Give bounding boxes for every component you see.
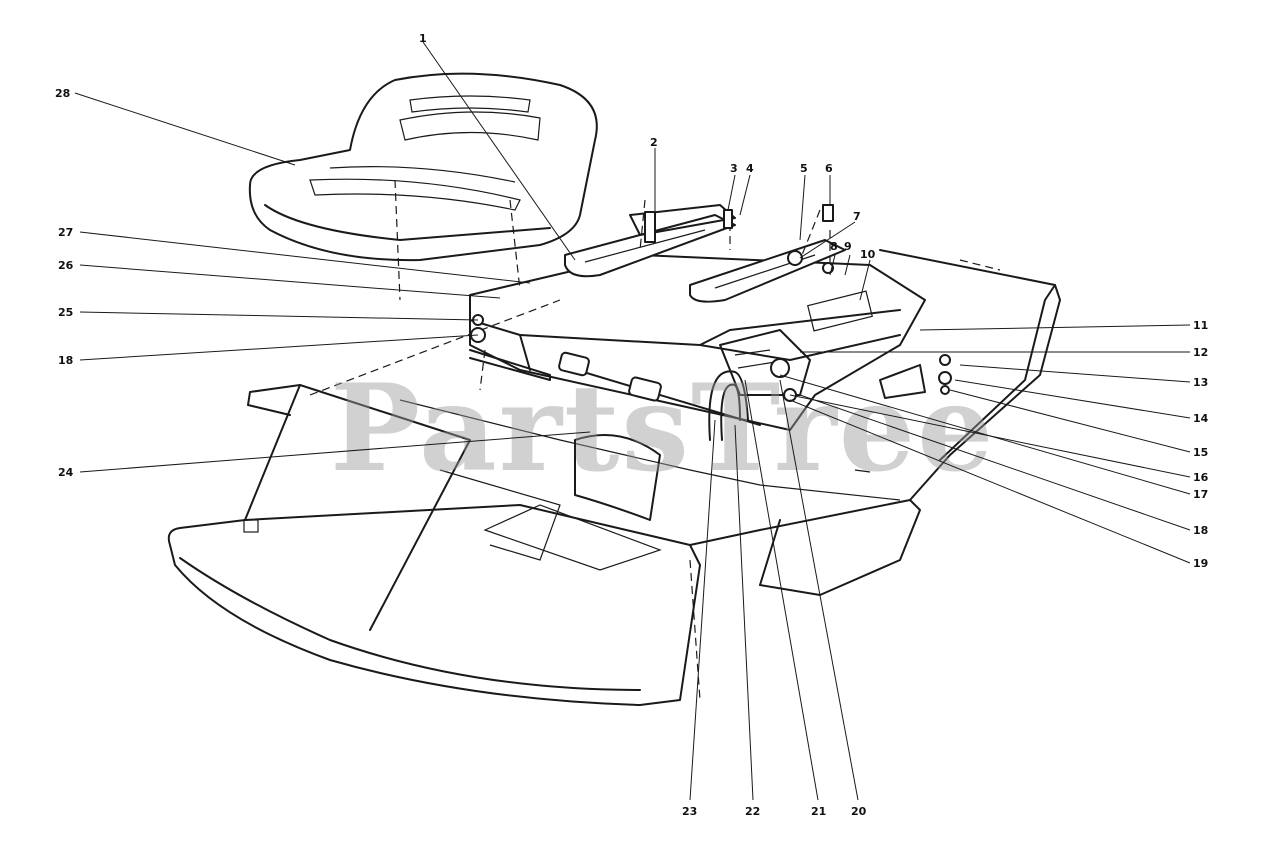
callout-26: 26 <box>58 259 74 272</box>
callout-16: 16 <box>1193 471 1209 484</box>
callout-21: 21 <box>811 805 826 818</box>
callout-9: 9 <box>844 240 852 253</box>
callout-1: 1 <box>419 32 427 45</box>
callout-24: 24 <box>58 466 74 479</box>
leader-lines <box>74 41 1191 801</box>
callout-18-left: 18 <box>58 354 73 367</box>
callout-17: 17 <box>1193 488 1208 501</box>
callout-13: 13 <box>1193 376 1208 389</box>
callout-27: 27 <box>58 226 73 239</box>
assembly-guide-lines <box>309 179 1001 701</box>
callout-18-right: 18 <box>1193 524 1208 537</box>
callout-3: 3 <box>730 162 738 175</box>
callout-28: 28 <box>55 87 70 100</box>
callout-25: 25 <box>58 306 73 319</box>
callout-6: 6 <box>825 162 833 175</box>
callout-labels: 1 2 3 4 5 6 7 8 9 10 11 12 13 14 15 16 1… <box>55 32 1209 818</box>
callout-5: 5 <box>800 162 808 175</box>
callout-2: 2 <box>650 136 658 149</box>
callout-11: 11 <box>1193 319 1208 332</box>
callout-22: 22 <box>745 805 760 818</box>
callout-14: 14 <box>1193 412 1209 425</box>
seat-cushion <box>248 72 598 262</box>
callout-10: 10 <box>860 248 876 261</box>
fender-body <box>167 249 1061 706</box>
seat-pan-bracket <box>469 254 926 441</box>
watermark: PartsTree <box>330 358 995 499</box>
callout-19: 19 <box>1193 557 1208 570</box>
callout-8: 8 <box>830 240 838 253</box>
callout-7: 7 <box>853 210 861 223</box>
callout-20: 20 <box>851 805 867 818</box>
callout-12: 12 <box>1193 346 1208 359</box>
callout-4: 4 <box>746 162 754 175</box>
callout-15: 15 <box>1193 446 1208 459</box>
callout-23: 23 <box>682 805 697 818</box>
